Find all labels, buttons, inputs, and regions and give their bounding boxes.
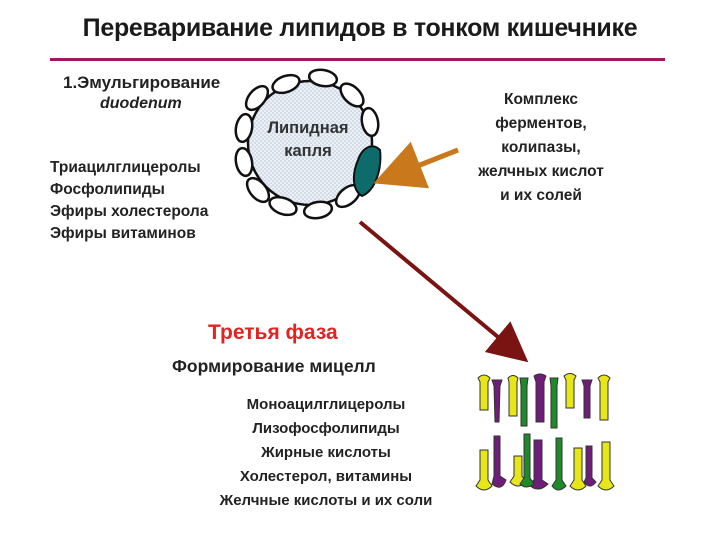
emulsification-heading: 1.Эмульгирование xyxy=(63,73,221,92)
droplet-label-line: капля xyxy=(284,142,332,160)
lipid-item: Эфиры витаминов xyxy=(50,225,196,242)
lipid-item: Эфиры холестерола xyxy=(50,203,209,220)
component-item: Желчные кислоты и их соли xyxy=(219,492,433,509)
enzyme-complex-label: Комплекс ферментов, колипазы, желчных ки… xyxy=(456,88,626,208)
micelle-arrow xyxy=(358,220,529,363)
lipid-list: Триацилглицеролы Фосфолипиды Эфиры холес… xyxy=(50,157,208,245)
complex-line: и их солей xyxy=(500,187,582,204)
phase3-subtitle: Формирование мицелл xyxy=(172,356,376,376)
title-divider xyxy=(50,58,665,61)
lipid-item: Триацилглицеролы xyxy=(50,159,201,176)
enzyme-arrow xyxy=(373,141,459,189)
complex-line: колипазы, xyxy=(501,139,581,156)
component-item: Холестерол, витамины xyxy=(239,468,413,485)
page-title: Переваривание липидов в тонком кишечнике xyxy=(82,14,638,42)
complex-line: желчных кислот xyxy=(478,163,604,180)
component-item: Моноацилглицеролы xyxy=(246,396,406,413)
lipid-item: Фосфолипиды xyxy=(50,181,165,198)
complex-line: ферментов, xyxy=(495,115,587,132)
phase3-label: Третья фаза xyxy=(208,321,338,344)
droplet-label-line: Липидная xyxy=(267,119,349,137)
component-item: Жирные кислоты xyxy=(261,444,391,461)
micelle-components-list: Моноацилглицеролы Лизофосфолипиды Жирные… xyxy=(186,393,466,513)
lipid-droplet xyxy=(234,68,382,220)
droplet-label: Липидная капля xyxy=(258,117,358,163)
component-item: Лизофосфолипиды xyxy=(252,420,400,437)
duodenum-label: duodenum xyxy=(100,95,182,112)
micelle xyxy=(475,373,615,491)
complex-line: Комплекс xyxy=(504,91,578,108)
